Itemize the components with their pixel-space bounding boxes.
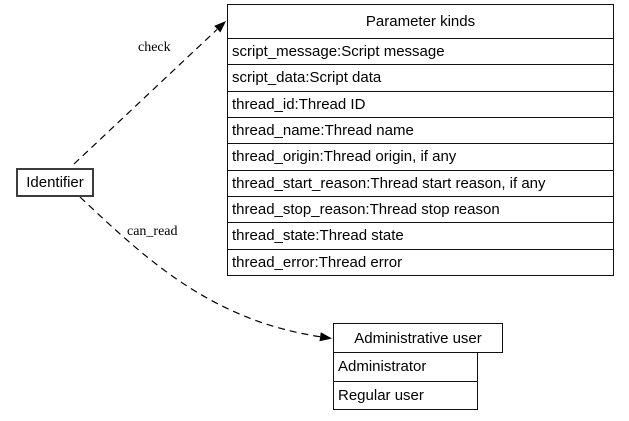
edge-can-read-arrowhead-icon: [319, 332, 332, 342]
parameter-kinds-row: thread_name:Thread name: [228, 116, 613, 143]
node-administrative-user-title: Administrative user: [333, 323, 503, 353]
parameter-kinds-row: script_data:Script data: [228, 64, 613, 90]
parameter-kinds-row: thread_stop_reason:Thread stop reason: [228, 195, 613, 222]
node-administrative-user-rows: Administrator Regular user: [333, 352, 478, 410]
parameter-kinds-row: thread_start_reason:Thread start reason,…: [228, 169, 613, 196]
parameter-kinds-row: script_message:Script message: [228, 38, 613, 64]
node-parameter-kinds: Parameter kinds script_message:Script me…: [227, 4, 614, 276]
administrative-user-row: Regular user: [334, 380, 477, 410]
administrative-user-row: Administrator: [338, 358, 427, 376]
parameter-kinds-row: thread_id:Thread ID: [228, 90, 613, 117]
edge-can-read-line: [79, 196, 321, 338]
parameter-kinds-row: thread_state:Thread state: [228, 222, 613, 248]
edge-label-check: check: [138, 40, 171, 55]
node-identifier: Identifier: [16, 168, 94, 197]
parameter-kinds-title: Parameter kinds: [365, 13, 476, 30]
edge-check-line: [73, 29, 218, 165]
parameter-kinds-row: thread_error:Thread error: [228, 248, 613, 275]
parameter-kinds-row: thread_origin:Thread origin, if any: [228, 143, 613, 169]
edge-label-can-read: can_read: [127, 224, 178, 239]
edge-check-arrowhead-icon: [214, 21, 226, 33]
